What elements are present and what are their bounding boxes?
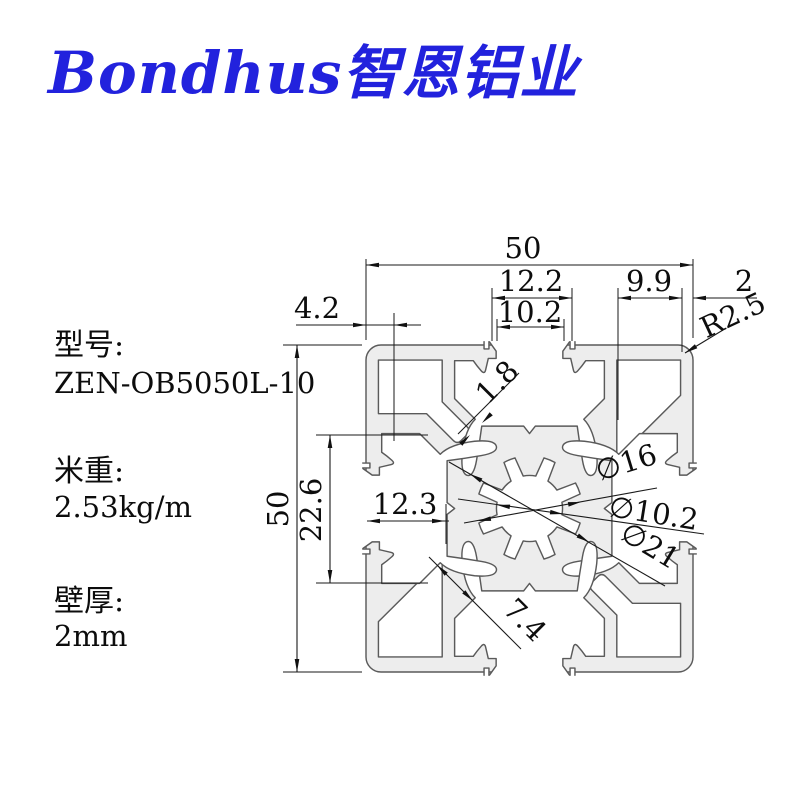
- arrowhead: [482, 412, 493, 423]
- dim-pocket-height: 22.6: [294, 478, 328, 543]
- arrowhead: [462, 590, 473, 601]
- arrowhead: [680, 262, 693, 268]
- arrowhead: [567, 502, 581, 507]
- arrowhead: [459, 435, 470, 446]
- dim-slot-depth: 12.3: [373, 487, 438, 521]
- dim-overall-height: 50: [261, 491, 295, 528]
- arrowhead: [294, 345, 300, 358]
- arrowhead: [437, 565, 448, 576]
- dimension-arrows: [294, 262, 706, 672]
- arrowhead: [353, 322, 366, 328]
- dim-line: [448, 461, 666, 587]
- model-value: ZEN-OB5050L-10: [54, 366, 316, 400]
- arrowhead: [551, 324, 564, 330]
- arrowhead: [693, 295, 706, 301]
- arrowhead: [559, 295, 572, 301]
- arrowhead: [685, 344, 698, 353]
- dim-corner-pocket-width: 9.9: [626, 264, 672, 298]
- wall-thickness-label: 壁厚:: [54, 584, 125, 619]
- company-logo-title: Bondhus智恩铝业: [48, 39, 579, 107]
- arrowhead: [497, 504, 511, 510]
- arrowhead: [432, 518, 445, 524]
- meter-weight-value: 2.53kg/m: [54, 490, 192, 524]
- arrowhead: [366, 262, 379, 268]
- arrowhead: [327, 435, 333, 448]
- dim-slot-opening-inner: 10.2: [498, 295, 563, 329]
- dim-line: [457, 498, 705, 535]
- arrowhead: [492, 295, 505, 301]
- meter-weight-label: 米重:: [54, 454, 125, 489]
- arrowhead: [669, 295, 682, 301]
- dim-line: [457, 372, 520, 435]
- arrowhead: [294, 659, 300, 672]
- extension-lines: [283, 259, 694, 673]
- arrowhead: [478, 516, 492, 521]
- dim-overall-width: 50: [505, 231, 542, 265]
- arrowhead: [367, 518, 380, 524]
- arrowhead: [327, 570, 333, 583]
- dim-lip-offset: 4.2: [294, 291, 340, 325]
- dim-outer-wall: 2: [735, 264, 753, 298]
- arrowhead: [549, 509, 563, 515]
- arrowhead: [394, 322, 407, 328]
- model-label: 型号:: [54, 328, 125, 363]
- wall-thickness-value: 2mm: [54, 619, 128, 653]
- dim-slot-opening-outer: 12.2: [499, 264, 564, 298]
- arrowhead: [497, 324, 510, 330]
- arrowhead: [576, 533, 589, 542]
- arrowhead: [470, 474, 483, 483]
- dim-line: [463, 487, 658, 524]
- dim-corner-radius: R2.5: [695, 285, 771, 345]
- arrowhead: [618, 295, 631, 301]
